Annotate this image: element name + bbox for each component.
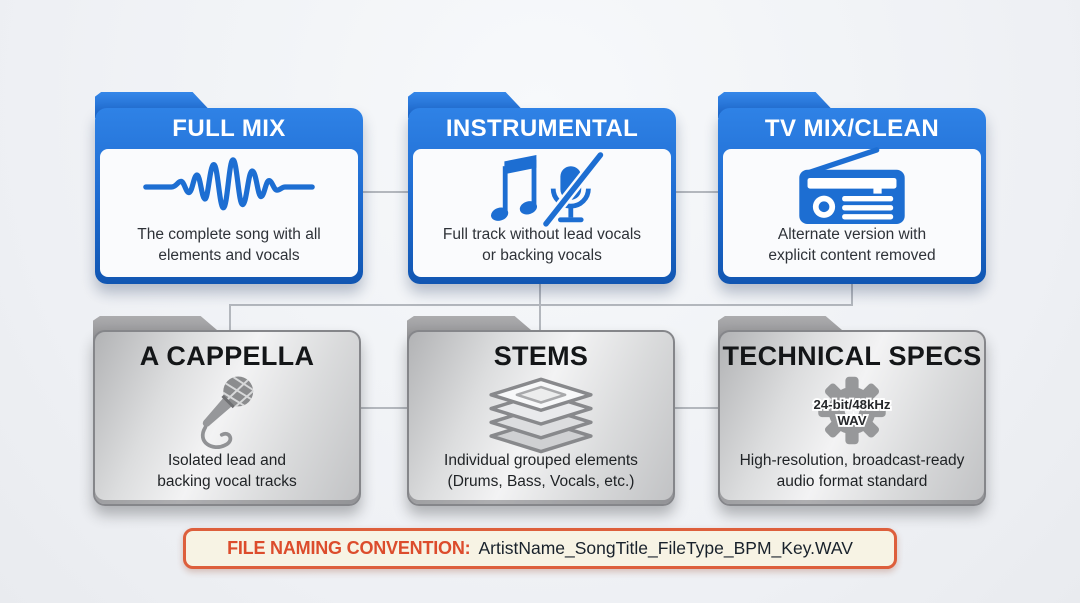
folder-card-full-mix: FULL MIX The complete song with all elem…: [95, 92, 363, 292]
folder-description: High-resolution, broadcast-ready audio f…: [739, 452, 965, 490]
folder-card-tv-mix-clean: TV MIX/CLEAN Alternate version with expl…: [718, 92, 986, 292]
gear-icon: 24-bit/48kHz WAV: [812, 376, 893, 444]
folder-description: Isolated lead and backing vocal tracks: [157, 452, 297, 490]
folder-card-technical-specs: TECHNICAL SPECS 24-bit/48kHz WAV: [718, 316, 986, 516]
banner-value: ArtistName_SongTitle_FileType_BPM_Key.WA…: [478, 538, 853, 558]
folder-title: STEMS: [493, 341, 589, 371]
folder-description: Alternate version with explicit content …: [768, 226, 936, 264]
folder-description: Individual grouped elements (Drums, Bass…: [444, 452, 638, 490]
folder-title: INSTRUMENTAL: [445, 115, 639, 142]
folder-description: The complete song with all elements and …: [137, 226, 321, 264]
folder-card-stems: STEMS Individual grouped elements (Drums…: [407, 316, 675, 516]
gear-text-line1: 24-bit/48kHz: [814, 397, 891, 412]
microphone-icon: [201, 376, 254, 449]
music-note-muted-mic-icon: [491, 149, 606, 228]
waveform-icon: [143, 157, 315, 211]
folder-title: TECHNICAL SPECS: [722, 341, 982, 371]
file-naming-banner: FILE NAMING CONVENTION: ArtistName_SongT…: [183, 528, 897, 569]
folder-title: TV MIX/CLEAN: [764, 115, 940, 142]
radio-icon: [799, 147, 905, 225]
folder-title: FULL MIX: [172, 115, 286, 142]
folder-card-instrumental: INSTRUMENTAL: [408, 92, 676, 292]
folder-card-a-cappella: A CAPPELLA Isolated lead: [93, 316, 361, 516]
banner-label: FILE NAMING CONVENTION:: [227, 538, 471, 558]
folder-description: Full track without lead vocals or backin…: [442, 226, 642, 264]
layers-icon: [489, 377, 593, 453]
folder-title: A CAPPELLA: [139, 341, 315, 371]
gear-text-line2: WAV: [837, 413, 866, 428]
